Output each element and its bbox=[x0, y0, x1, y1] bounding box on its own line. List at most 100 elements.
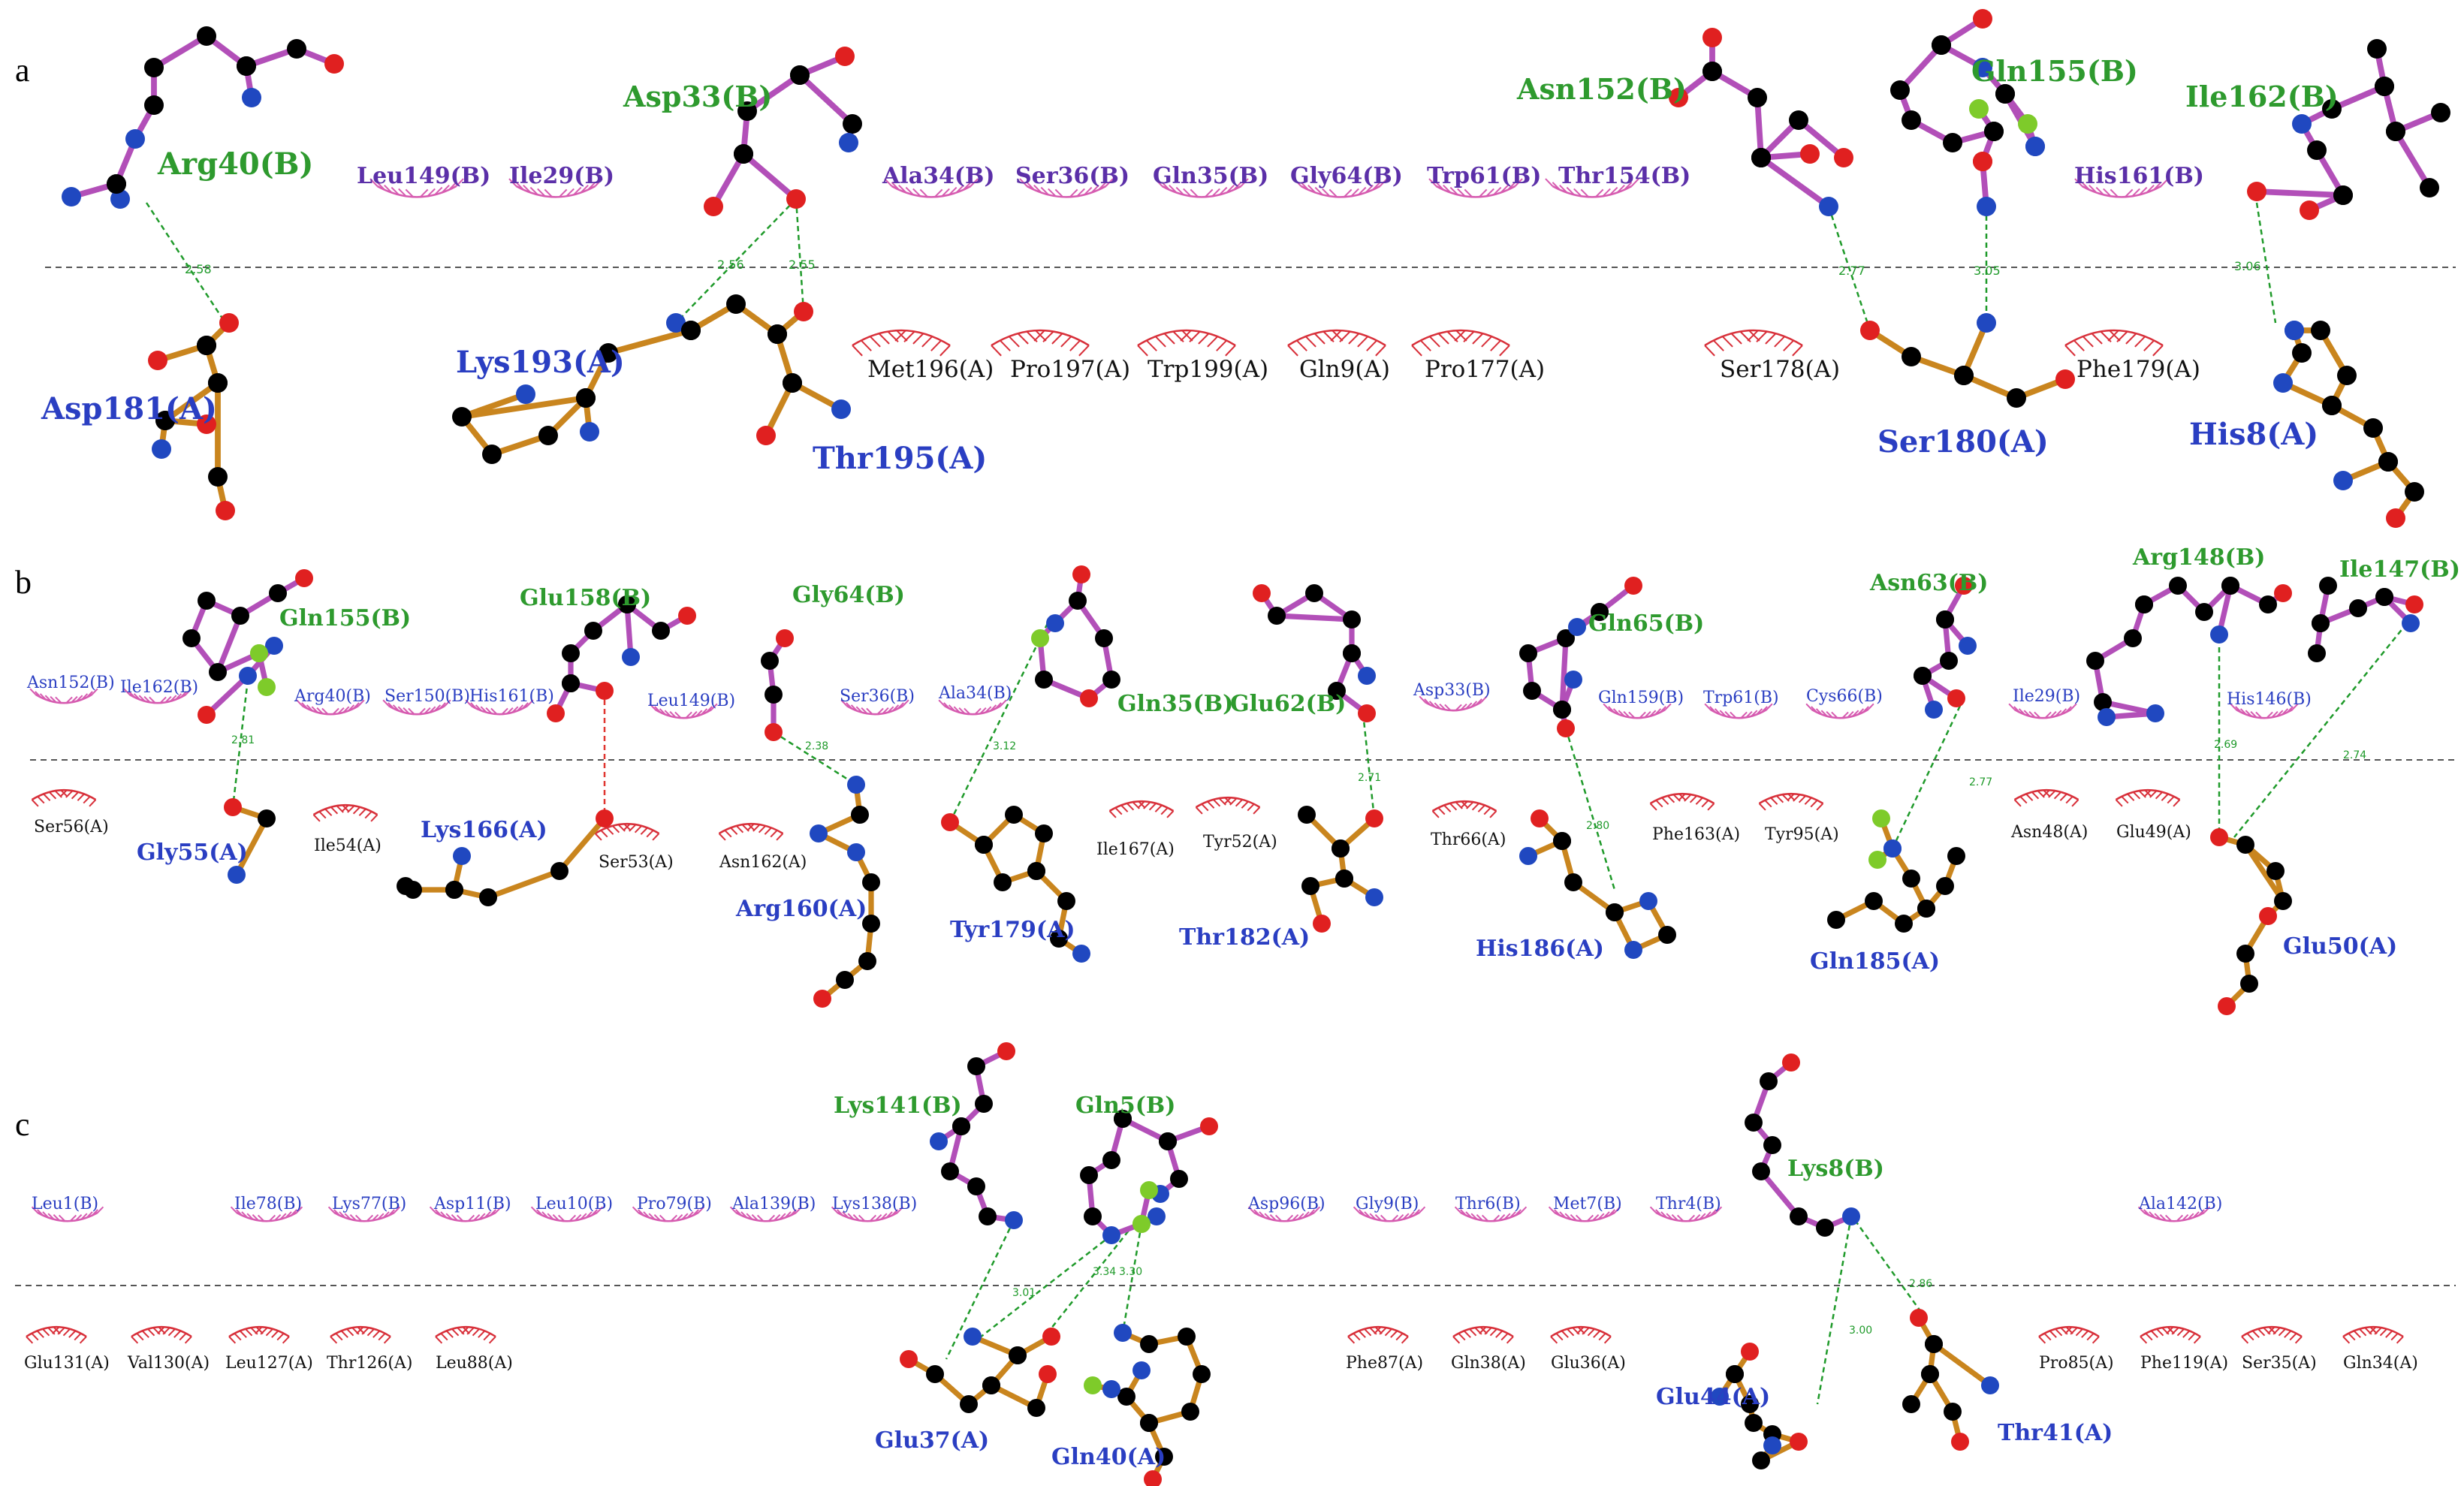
carbon-atom bbox=[397, 877, 415, 895]
hydrophobic-contact-arcs bbox=[26, 178, 2404, 1344]
hydrophobic-contact-tick bbox=[681, 1213, 689, 1220]
hydrophobic-contact-tick bbox=[1676, 1214, 1684, 1222]
carbon-atom bbox=[1745, 1114, 1763, 1132]
hydrophobic-contact-tick bbox=[1419, 695, 1426, 703]
hydrophobic-contact-tick bbox=[2121, 796, 2129, 804]
hydrophobic-contact-tick bbox=[529, 186, 538, 196]
hydrophobic-contact-tick bbox=[573, 186, 582, 196]
hydrophobic-contact-tick bbox=[912, 188, 921, 197]
hydrophobic-contact-tick bbox=[1292, 1213, 1299, 1222]
hydrophobic-contact-tick bbox=[1264, 1213, 1271, 1220]
hydrophobic-contact-tick bbox=[296, 1206, 303, 1213]
hydrogen-bond-line bbox=[231, 679, 249, 808]
hydrogen-bond-line bbox=[795, 198, 805, 312]
nitrogen-atom bbox=[516, 384, 535, 404]
hydrophobic-contact-tick bbox=[1365, 184, 1374, 194]
oxygen-atom bbox=[596, 682, 614, 700]
hydrophobic-contact-tick bbox=[885, 1211, 893, 1219]
oxygen-atom bbox=[900, 1350, 918, 1368]
residue-label: Ser178(A) bbox=[1720, 356, 1840, 383]
oxygen-atom bbox=[1200, 1117, 1218, 1135]
hydrophobic-contact-tick bbox=[1428, 178, 1437, 187]
hydrophobic-contact-tick bbox=[1201, 803, 1209, 812]
hydrophobic-contact-tick bbox=[252, 1213, 259, 1222]
hydrophobic-contact-tick bbox=[866, 707, 873, 715]
hydrophobic-contact-tick bbox=[83, 796, 91, 804]
hydrophobic-contact-tick bbox=[1867, 703, 1874, 710]
hydrophobic-contact-tick bbox=[1751, 710, 1758, 717]
covalent-bond bbox=[710, 151, 746, 209]
carbon-atom bbox=[2319, 577, 2337, 595]
hydrophobic-contact-tick bbox=[1616, 184, 1625, 194]
hydrophobic-contact-tick bbox=[89, 799, 97, 807]
hydrophobic-contact-tick bbox=[1233, 182, 1242, 191]
panel-letter-a: a bbox=[15, 52, 30, 89]
hydrophobic-contact-tick bbox=[2166, 1326, 2174, 1334]
residue-label: Thr154(B) bbox=[1558, 163, 1690, 189]
oxygen-atom bbox=[1365, 809, 1383, 827]
hydrophobic-contact-tick bbox=[470, 702, 478, 710]
oxygen-atom bbox=[794, 302, 813, 321]
hydrophobic-contact-tick bbox=[398, 188, 407, 197]
hydrophobic-contact-tick bbox=[2385, 1330, 2393, 1338]
hydrophobic-contact-tick bbox=[659, 708, 666, 716]
carbon-atom bbox=[269, 584, 287, 602]
residue-label: Ala139(B) bbox=[731, 1195, 816, 1213]
hydrophobic-contact-tick bbox=[2282, 708, 2289, 716]
hydrophobic-contact-arc bbox=[1026, 185, 1107, 198]
hydrophobic-contact-arc bbox=[2241, 1325, 2303, 1338]
covalent-bond bbox=[740, 151, 799, 202]
carbon-atom bbox=[2386, 122, 2405, 141]
carbon-atom bbox=[2124, 629, 2142, 647]
residue-label: Met7(B) bbox=[1553, 1195, 1622, 1213]
hydrophobic-contact-tick bbox=[898, 184, 907, 194]
residue-label: Thr6(B) bbox=[1455, 1195, 1521, 1213]
hydrophobic-contact-tick bbox=[467, 1214, 475, 1222]
carbon-atom bbox=[843, 114, 862, 134]
residue-label: Val130(A) bbox=[127, 1354, 210, 1373]
residue-label: Thr66(A) bbox=[1431, 830, 1506, 849]
hydrophobic-contact-tick bbox=[970, 178, 979, 187]
hydrophobic-contact-tick bbox=[596, 1206, 604, 1213]
hydrophobic-contact-tick bbox=[332, 707, 339, 715]
hydrophobic-contact-tick bbox=[1476, 1213, 1483, 1222]
hydrophobic-contact-tick bbox=[59, 789, 68, 797]
hydrophobic-contact-arc bbox=[1424, 701, 1482, 712]
oxygen-atom bbox=[1557, 719, 1575, 737]
hydrophobic-contact-tick bbox=[1241, 800, 1249, 809]
hydrophobic-contact-tick bbox=[2187, 1213, 2194, 1220]
residue-label: Glu44(A) bbox=[1656, 1384, 1770, 1410]
carbon-atom bbox=[1159, 1132, 1177, 1150]
nitrogen-atom bbox=[622, 648, 640, 666]
hydrophobic-contact-tick bbox=[483, 1333, 491, 1341]
carbon-atom bbox=[2322, 396, 2342, 415]
covalent-bond bbox=[234, 815, 270, 878]
hbond-distance-label: 3.34 bbox=[1093, 1266, 1116, 1278]
hydrophobic-contact-tick bbox=[1756, 330, 1768, 342]
hydrophobic-contact-tick bbox=[1704, 1211, 1712, 1219]
hydrophobic-contact-tick bbox=[878, 333, 890, 345]
carbon-atom bbox=[1102, 1151, 1120, 1169]
hydrophobic-contact-tick bbox=[274, 1213, 282, 1222]
hydrophobic-contact-tick bbox=[2161, 793, 2169, 801]
hydrophobic-contact-tick bbox=[1364, 1211, 1371, 1219]
hydrophobic-contact-tick bbox=[629, 824, 637, 832]
hydrophobic-contact-tick bbox=[480, 706, 487, 713]
hbond-distance-label: 2.77 bbox=[1838, 264, 1865, 278]
hydrophobic-contact-tick bbox=[746, 1213, 753, 1220]
hydrophobic-contact-tick bbox=[869, 1214, 877, 1222]
nitrogen-atom bbox=[125, 129, 145, 149]
hydrophobic-contact-tick bbox=[128, 691, 136, 698]
hydrophobic-contact-tick bbox=[837, 1209, 843, 1216]
hydrophobic-contact-tick bbox=[686, 1211, 694, 1219]
hydrophobic-contact-tick bbox=[57, 1327, 65, 1335]
hydrophobic-contact-tick bbox=[1339, 330, 1351, 342]
hydrophobic-contact-tick bbox=[1764, 800, 1772, 808]
nitrogen-atom bbox=[1005, 1211, 1023, 1229]
nitrogen-atom bbox=[1977, 313, 1996, 333]
carbon-atom bbox=[1557, 629, 1575, 647]
hydrophobic-contact-tick bbox=[1329, 188, 1338, 197]
hydrophobic-contact-tick bbox=[1033, 184, 1042, 194]
hydrophobic-contact-tick bbox=[894, 330, 906, 342]
hydrophobic-contact-tick bbox=[388, 1209, 395, 1216]
